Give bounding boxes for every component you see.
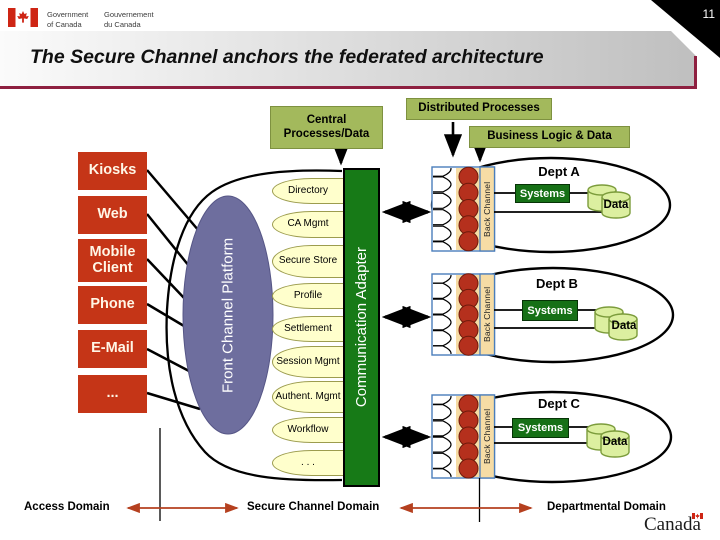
dept-b-name: Dept B — [536, 276, 578, 291]
dept-c-systems: Systems — [512, 418, 569, 438]
front-channel-platform-label: Front Channel Platform — [219, 237, 237, 393]
canada-flag-icon — [8, 8, 38, 27]
data-cylinders — [586, 184, 638, 458]
channel-box-kiosks: Kiosks — [78, 152, 147, 190]
canada-flag-icon — [691, 513, 703, 519]
communication-adapter-bar: Communication Adapter — [343, 168, 380, 487]
label-central-processes: Central Processes/Data — [270, 106, 383, 149]
channel-connector-lines — [146, 169, 201, 411]
service-workflow: Workflow — [272, 417, 344, 443]
canada-wordmark-text: Canada — [644, 514, 701, 535]
service-directory: Directory — [272, 178, 344, 204]
label-business-logic-data: Business Logic & Data — [469, 126, 630, 148]
label-distributed-processes: Distributed Processes — [406, 98, 552, 120]
back-channel-block-a — [431, 166, 496, 252]
dept-a-name: Dept A — [538, 164, 580, 179]
title-underline — [0, 86, 697, 89]
label-departmental-domain: Departmental Domain — [547, 501, 666, 513]
channel-box-web: Web — [78, 196, 147, 234]
label-secure-channel-domain: Secure Channel Domain — [247, 501, 380, 513]
channel-box-mobile: Mobile Client — [78, 239, 147, 282]
channel-box-more: ... — [78, 375, 147, 413]
dept-c-data-label: Data — [602, 436, 628, 448]
dept-b-systems: Systems — [522, 300, 578, 321]
label-access-domain: Access Domain — [24, 501, 110, 513]
back-channel-block-b — [431, 273, 496, 356]
back-channel-label-b: Back Channel — [482, 286, 492, 343]
back-channel-label-c: Back Channel — [482, 408, 492, 465]
channel-box-email: E-Mail — [78, 330, 147, 368]
title-right-border — [694, 56, 697, 89]
systems-data-lines — [494, 192, 608, 444]
adapter-backchannel-arrows — [381, 200, 432, 449]
service-authent-mgmt: Authent. Mgmt — [272, 381, 344, 413]
page-number: 11 — [702, 7, 715, 21]
communication-adapter-label: Communication Adapter — [353, 247, 370, 408]
service-ca-mgmt: CA Mgmt — [272, 211, 344, 238]
front-channel-platform-ellipse — [182, 195, 274, 435]
dept-b-data-label: Data — [611, 320, 637, 332]
service-profile: Profile — [272, 283, 344, 309]
service-secure-store: Secure Store — [272, 245, 344, 278]
dept-a-systems: Systems — [515, 184, 570, 203]
back-channel-block-c — [431, 394, 496, 479]
dept-c-name: Dept C — [538, 396, 580, 411]
slide-title: The Secure Channel anchors the federated… — [30, 46, 544, 68]
service-session-mgmt: Session Mgmt — [272, 346, 344, 378]
service-settlement: Settlement — [272, 316, 344, 342]
canada-wordmark: Canada — [644, 513, 703, 536]
process-down-arrows — [331, 122, 490, 166]
channel-box-phone: Phone — [78, 286, 147, 324]
service-more: . . . — [272, 450, 344, 476]
dept-a-data-label: Data — [603, 199, 629, 211]
title-bar: The Secure Channel anchors the federated… — [0, 31, 697, 86]
back-channel-label-a: Back Channel — [482, 181, 492, 237]
